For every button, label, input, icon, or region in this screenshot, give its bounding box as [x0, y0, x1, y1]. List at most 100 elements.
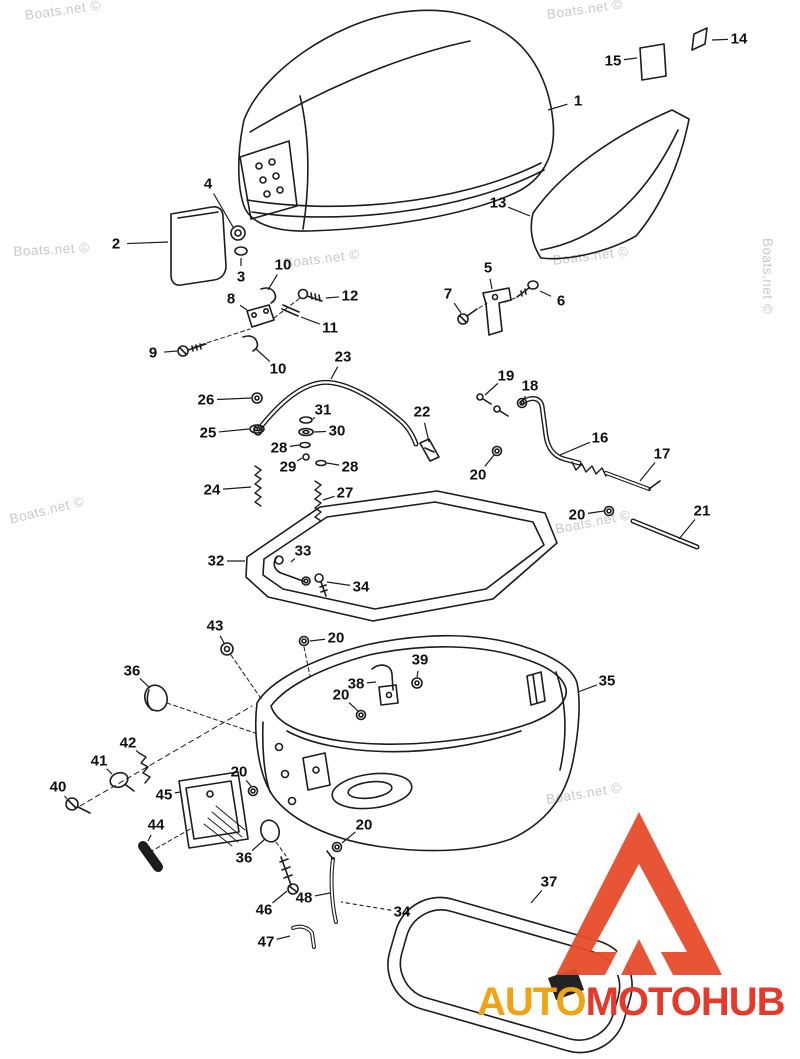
part-label-9: 9 — [148, 344, 158, 362]
leader-line — [239, 304, 248, 311]
lower-cowl — [254, 634, 580, 852]
leader-line — [126, 241, 169, 245]
leader-line — [219, 635, 225, 644]
leader-line — [341, 831, 356, 844]
part-label-35: 35 — [598, 672, 616, 690]
part-label-20: 20 — [355, 816, 373, 834]
part-label-2: 2 — [111, 235, 121, 253]
linkage-assembly — [419, 393, 700, 550]
leader-line — [530, 889, 543, 904]
part-label-14: 14 — [730, 30, 748, 48]
leader-line — [326, 462, 340, 466]
part-label-10: 10 — [269, 360, 287, 378]
part-label-10: 10 — [274, 256, 292, 274]
leader-line — [416, 670, 419, 678]
part-label-40: 40 — [49, 778, 67, 796]
leader-line — [312, 416, 316, 420]
part-label-33: 33 — [294, 542, 312, 560]
part-label-3: 3 — [236, 268, 246, 286]
leader-line — [276, 935, 291, 940]
latch-hardware — [177, 225, 323, 357]
leader-line — [322, 495, 335, 501]
bottom-gasket — [387, 896, 633, 1054]
automotohub-wordmark: AUTOMOTOHUB — [477, 980, 786, 1025]
part-label-48: 48 — [295, 889, 313, 907]
part-label-31: 31 — [314, 401, 332, 419]
part-label-46: 46 — [255, 901, 273, 919]
part-label-1: 1 — [573, 92, 583, 110]
part-label-28: 28 — [341, 458, 359, 476]
part-label-44: 44 — [147, 816, 165, 834]
leader-line — [313, 430, 327, 433]
leader-line — [64, 795, 68, 800]
leader-line — [325, 296, 340, 299]
leader-line — [348, 702, 359, 712]
part-label-5: 5 — [483, 259, 493, 277]
leader-line — [251, 838, 266, 852]
leader-line — [330, 366, 339, 380]
part-label-23: 23 — [334, 348, 352, 366]
leader-line — [547, 103, 568, 111]
wordmark-auto: AUTO — [477, 980, 587, 1024]
leader-line — [216, 397, 252, 401]
part-label-39: 39 — [411, 651, 429, 669]
part-label-26: 26 — [197, 391, 215, 409]
leader-line — [290, 557, 296, 563]
leader-line — [587, 510, 605, 514]
leader-line — [296, 457, 303, 462]
part-label-42: 42 — [119, 734, 137, 752]
leader-line — [623, 57, 638, 61]
part-label-6: 6 — [556, 292, 566, 310]
leader-line — [340, 901, 392, 911]
part-label-22: 22 — [413, 403, 431, 421]
leader-line — [366, 681, 377, 684]
leader-line — [314, 892, 331, 897]
leader-line — [135, 749, 140, 754]
part-label-38: 38 — [347, 675, 365, 693]
part-label-36: 36 — [123, 662, 141, 680]
gasket-clip — [548, 968, 584, 1000]
part-label-34: 34 — [393, 903, 411, 921]
leader-line — [711, 38, 729, 41]
leader-line — [423, 422, 430, 443]
leader-line — [213, 193, 234, 228]
leader-line — [255, 348, 271, 363]
leader-line — [326, 581, 351, 586]
leader-line — [489, 278, 493, 290]
part-label-43: 43 — [206, 617, 224, 635]
lower-left-hardware — [65, 635, 343, 949]
leader-line — [245, 779, 252, 787]
leader-line — [272, 890, 288, 904]
leader-line — [289, 444, 300, 447]
part-label-7: 7 — [443, 285, 453, 303]
top-cowl — [237, 9, 555, 232]
part-label-47: 47 — [257, 933, 275, 951]
leader-line — [222, 486, 252, 490]
part-label-20: 20 — [230, 763, 248, 781]
part-label-20: 20 — [469, 466, 487, 484]
leader-line — [507, 206, 531, 217]
leader-line — [218, 428, 250, 433]
part-label-13: 13 — [489, 194, 507, 212]
leader-line — [147, 834, 152, 842]
part-label-15: 15 — [604, 52, 622, 70]
part-label-25: 25 — [199, 424, 217, 442]
leader-line — [163, 350, 178, 353]
part-label-11: 11 — [322, 319, 338, 337]
front-panel — [170, 206, 227, 286]
automotohub-logo-icon — [556, 812, 722, 975]
part-label-37: 37 — [540, 873, 558, 891]
part-label-21: 21 — [693, 502, 711, 520]
leader-line — [267, 274, 278, 291]
part-label-8: 8 — [226, 290, 236, 308]
part-label-36: 36 — [235, 849, 253, 867]
part-label-16: 16 — [591, 429, 609, 447]
part-label-18: 18 — [521, 377, 539, 395]
washer-stack — [249, 392, 327, 522]
wordmark-rest: MOTOHUB — [585, 980, 786, 1024]
leader-line — [522, 395, 526, 402]
part-label-12: 12 — [341, 287, 359, 305]
